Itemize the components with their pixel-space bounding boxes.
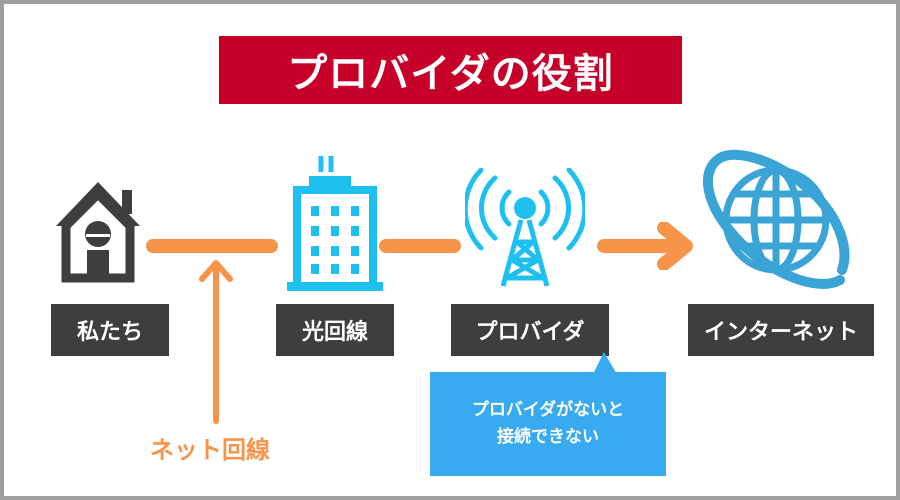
house-icon [56,182,140,283]
net-line-label: ネット回線 [150,436,270,464]
node-label-provider: プロバイダ [451,304,609,356]
node-label-home: 私たち [51,304,169,356]
net-line-arrow [199,260,233,424]
callout-line-1: プロバイダがないと [471,399,625,420]
node-label-line: 光回線 [276,304,394,356]
callout-tail [592,352,618,376]
globe-icon [702,149,850,289]
antenna-tower-icon [465,168,585,287]
building-icon [287,156,383,291]
callout-line-2: 接続できない [496,427,599,447]
title-banner: プロバイダの役割 [219,36,682,104]
arrow-to-internet [597,222,693,270]
node-label-internet: インターネット [688,304,874,356]
connector-home-line [146,239,278,253]
callout-no-provider: プロバイダがないと 接続できない [430,372,666,476]
page-title: プロバイダの役割 [287,51,614,97]
connector-line-provider [379,239,461,253]
